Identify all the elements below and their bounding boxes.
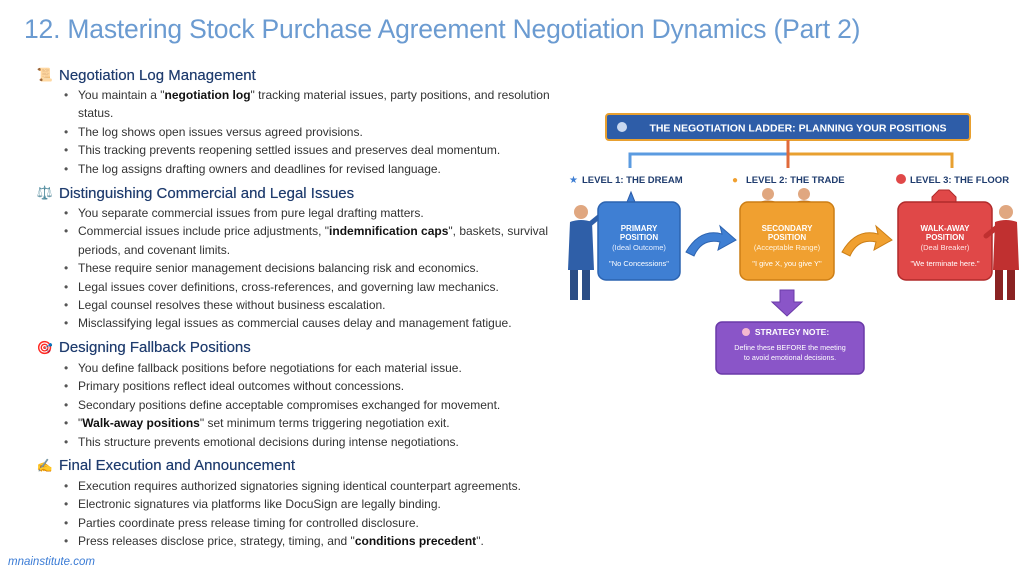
box-subtitle: (Deal Breaker) [921,243,970,252]
bullet-list: Execution requires authorized signatorie… [36,477,576,551]
level-headings: ★ LEVEL 1: THE DREAM ● LEVEL 2: THE TRAD… [569,174,1009,186]
bullet-item: Legal issues cover definitions, cross-re… [62,278,576,297]
arrow-right-icon [685,224,737,257]
section-heading: Negotiation Log Management [59,66,256,84]
footer-website: mnainstitute.com [8,556,95,568]
section-final-execution: ✍️ Final Execution and Announcement Exec… [36,455,576,551]
bullet-list: You define fallback positions before neg… [36,359,576,451]
walk-away-position-box: WALK-AWAY POSITION (Deal Breaker) "We te… [897,201,993,281]
note-text: to avoid emotional decisions. [744,353,836,362]
bullet-item: Misclassifying legal issues as commercia… [62,314,576,333]
note-title: STRATEGY NOTE: [755,327,829,337]
shield-icon [617,122,627,132]
box-title: SECONDARY [762,224,813,233]
banner-text: THE NEGOTIATION LADDER: PLANNING YOUR PO… [649,123,946,135]
star-icon: ★ [569,175,578,186]
bullet-item: Execution requires authorized signatorie… [62,477,576,496]
section-heading: Final Execution and Announcement [59,457,295,475]
box-title: POSITION [768,233,806,242]
bullet-item: This structure prevents emotional decisi… [62,433,576,452]
handshake-icon: ● [732,175,738,186]
person-walkaway-figure [983,205,1019,300]
section-fallback-positions: 🎯 Designing Fallback Positions You defin… [36,337,576,451]
secondary-position-box: SECONDARY POSITION (Acceptable Range) "I… [739,201,835,281]
box-quote: "No Concessions" [609,259,669,268]
section-heading-row: ⚖️ Distinguishing Commercial and Legal I… [36,182,576,204]
bullet-item: You maintain a "negotiation log" trackin… [62,86,576,123]
scales-icon: ⚖️ [36,185,54,201]
ladder-banner: THE NEGOTIATION LADDER: PLANNING YOUR PO… [605,113,971,141]
strategy-note-box: STRATEGY NOTE: Define these BEFORE the m… [715,321,865,375]
bullet-list: You maintain a "negotiation log" trackin… [36,86,576,178]
bullet-item: You separate commercial issues from pure… [62,204,576,223]
bullet-item: Legal counsel resolves these without bus… [62,296,576,315]
bracket-lines [628,140,954,168]
bullet-item: You define fallback positions before neg… [62,359,576,378]
brain-icon [742,328,750,336]
section-commercial-legal: ⚖️ Distinguishing Commercial and Legal I… [36,182,576,334]
bullet-item: Press releases disclose price, strategy,… [62,532,576,551]
stop-sign-icon [896,174,906,184]
level-2-heading: LEVEL 2: THE TRADE [746,175,845,186]
box-title: POSITION [620,233,658,242]
box-subtitle: (Acceptable Range) [754,243,821,252]
box-title: PRIMARY [621,224,658,233]
bullet-item: "Walk-away positions" set minimum terms … [62,414,576,433]
level-1-heading: LEVEL 1: THE DREAM [582,175,683,186]
box-title: WALK-AWAY [920,224,970,233]
box-title: POSITION [926,233,964,242]
negotiation-ladder-diagram: THE NEGOTIATION LADDER: PLANNING YOUR PO… [568,113,1019,375]
section-heading-row: ✍️ Final Execution and Announcement [36,455,576,477]
bullet-item: Commercial issues include price adjustme… [62,222,576,259]
arrow-right-icon [841,224,893,257]
section-heading: Distinguishing Commercial and Legal Issu… [59,184,355,202]
content-column: 📜 Negotiation Log Management You maintai… [36,60,576,551]
arrow-down-icon [770,289,804,317]
box-subtitle: (Ideal Outcome) [612,243,666,252]
section-heading: Designing Fallback Positions [59,339,251,357]
target-icon: 🎯 [36,339,54,355]
bullet-item: This tracking prevents reopening settled… [62,141,576,160]
primary-position-box: PRIMARY POSITION (Ideal Outcome) "No Con… [597,201,681,281]
box-quote: "I give X, you give Y" [752,259,822,268]
writing-hand-icon: ✍️ [36,457,54,473]
page-title: 12. Mastering Stock Purchase Agreement N… [24,14,861,44]
section-heading-row: 📜 Negotiation Log Management [36,64,576,86]
bullet-item: The log shows open issues versus agreed … [62,123,576,142]
bullet-list: You separate commercial issues from pure… [36,204,576,333]
level-3-heading: LEVEL 3: THE FLOOR [910,175,1009,186]
bullet-item: Parties coordinate press release timing … [62,514,576,533]
box-quote: "We terminate here." [911,259,980,268]
note-text: Define these BEFORE the meeting [734,343,845,352]
scroll-icon: 📜 [36,67,54,82]
bullet-item: These require senior management decision… [62,259,576,278]
bullet-item: Secondary positions define acceptable co… [62,396,576,415]
person-primary-figure [568,203,615,300]
bullet-item: Electronic signatures via platforms like… [62,495,576,514]
bullet-item: Primary positions reflect ideal outcomes… [62,377,576,396]
section-heading-row: 🎯 Designing Fallback Positions [36,337,576,359]
bullet-item: The log assigns drafting owners and dead… [62,160,576,179]
section-negotiation-log: 📜 Negotiation Log Management You maintai… [36,64,576,179]
